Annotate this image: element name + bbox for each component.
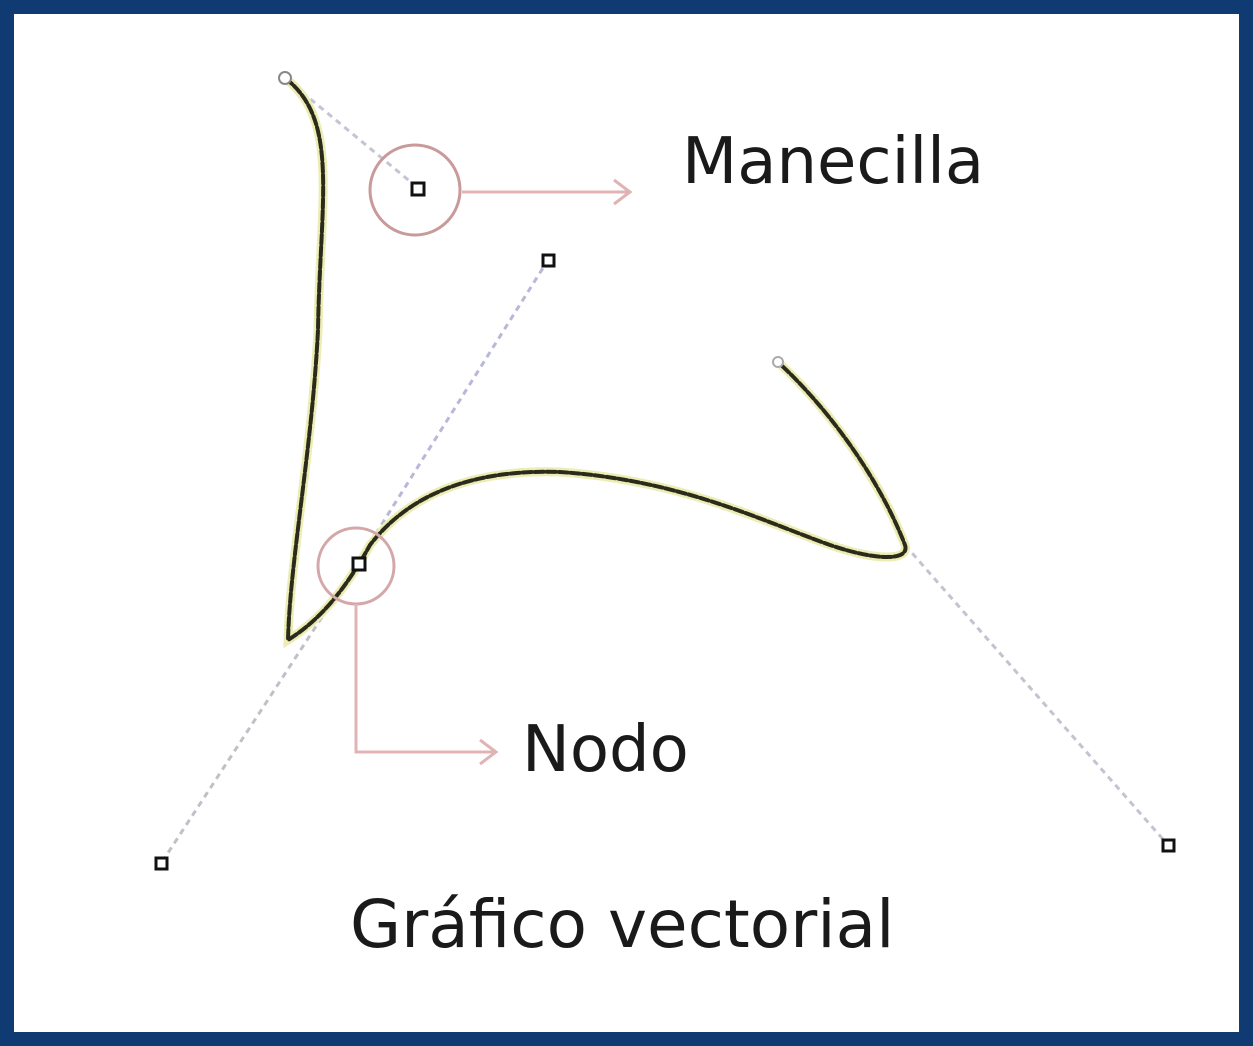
diagram-canvas [14,14,1239,1032]
handle-line-node-up [356,259,550,563]
curve-end-point [772,356,784,368]
vector-curve [283,76,908,644]
curve-start-point [278,71,292,85]
handle-line-right [903,544,1170,846]
handle-line-top-left [284,76,419,190]
control-point-upper [541,253,556,268]
handle-callout-arrow [462,178,633,206]
diagram-title: Gráfico vectorial [350,886,895,963]
handle-label: Manecilla [682,125,985,199]
node-point [351,556,367,572]
handle-control-point [410,181,426,197]
control-point-right [1161,838,1176,853]
control-point-lower-left [154,856,169,871]
handle-highlight-circle [368,143,462,237]
node-callout-arrow [354,604,499,766]
node-label: Nodo [522,713,689,787]
